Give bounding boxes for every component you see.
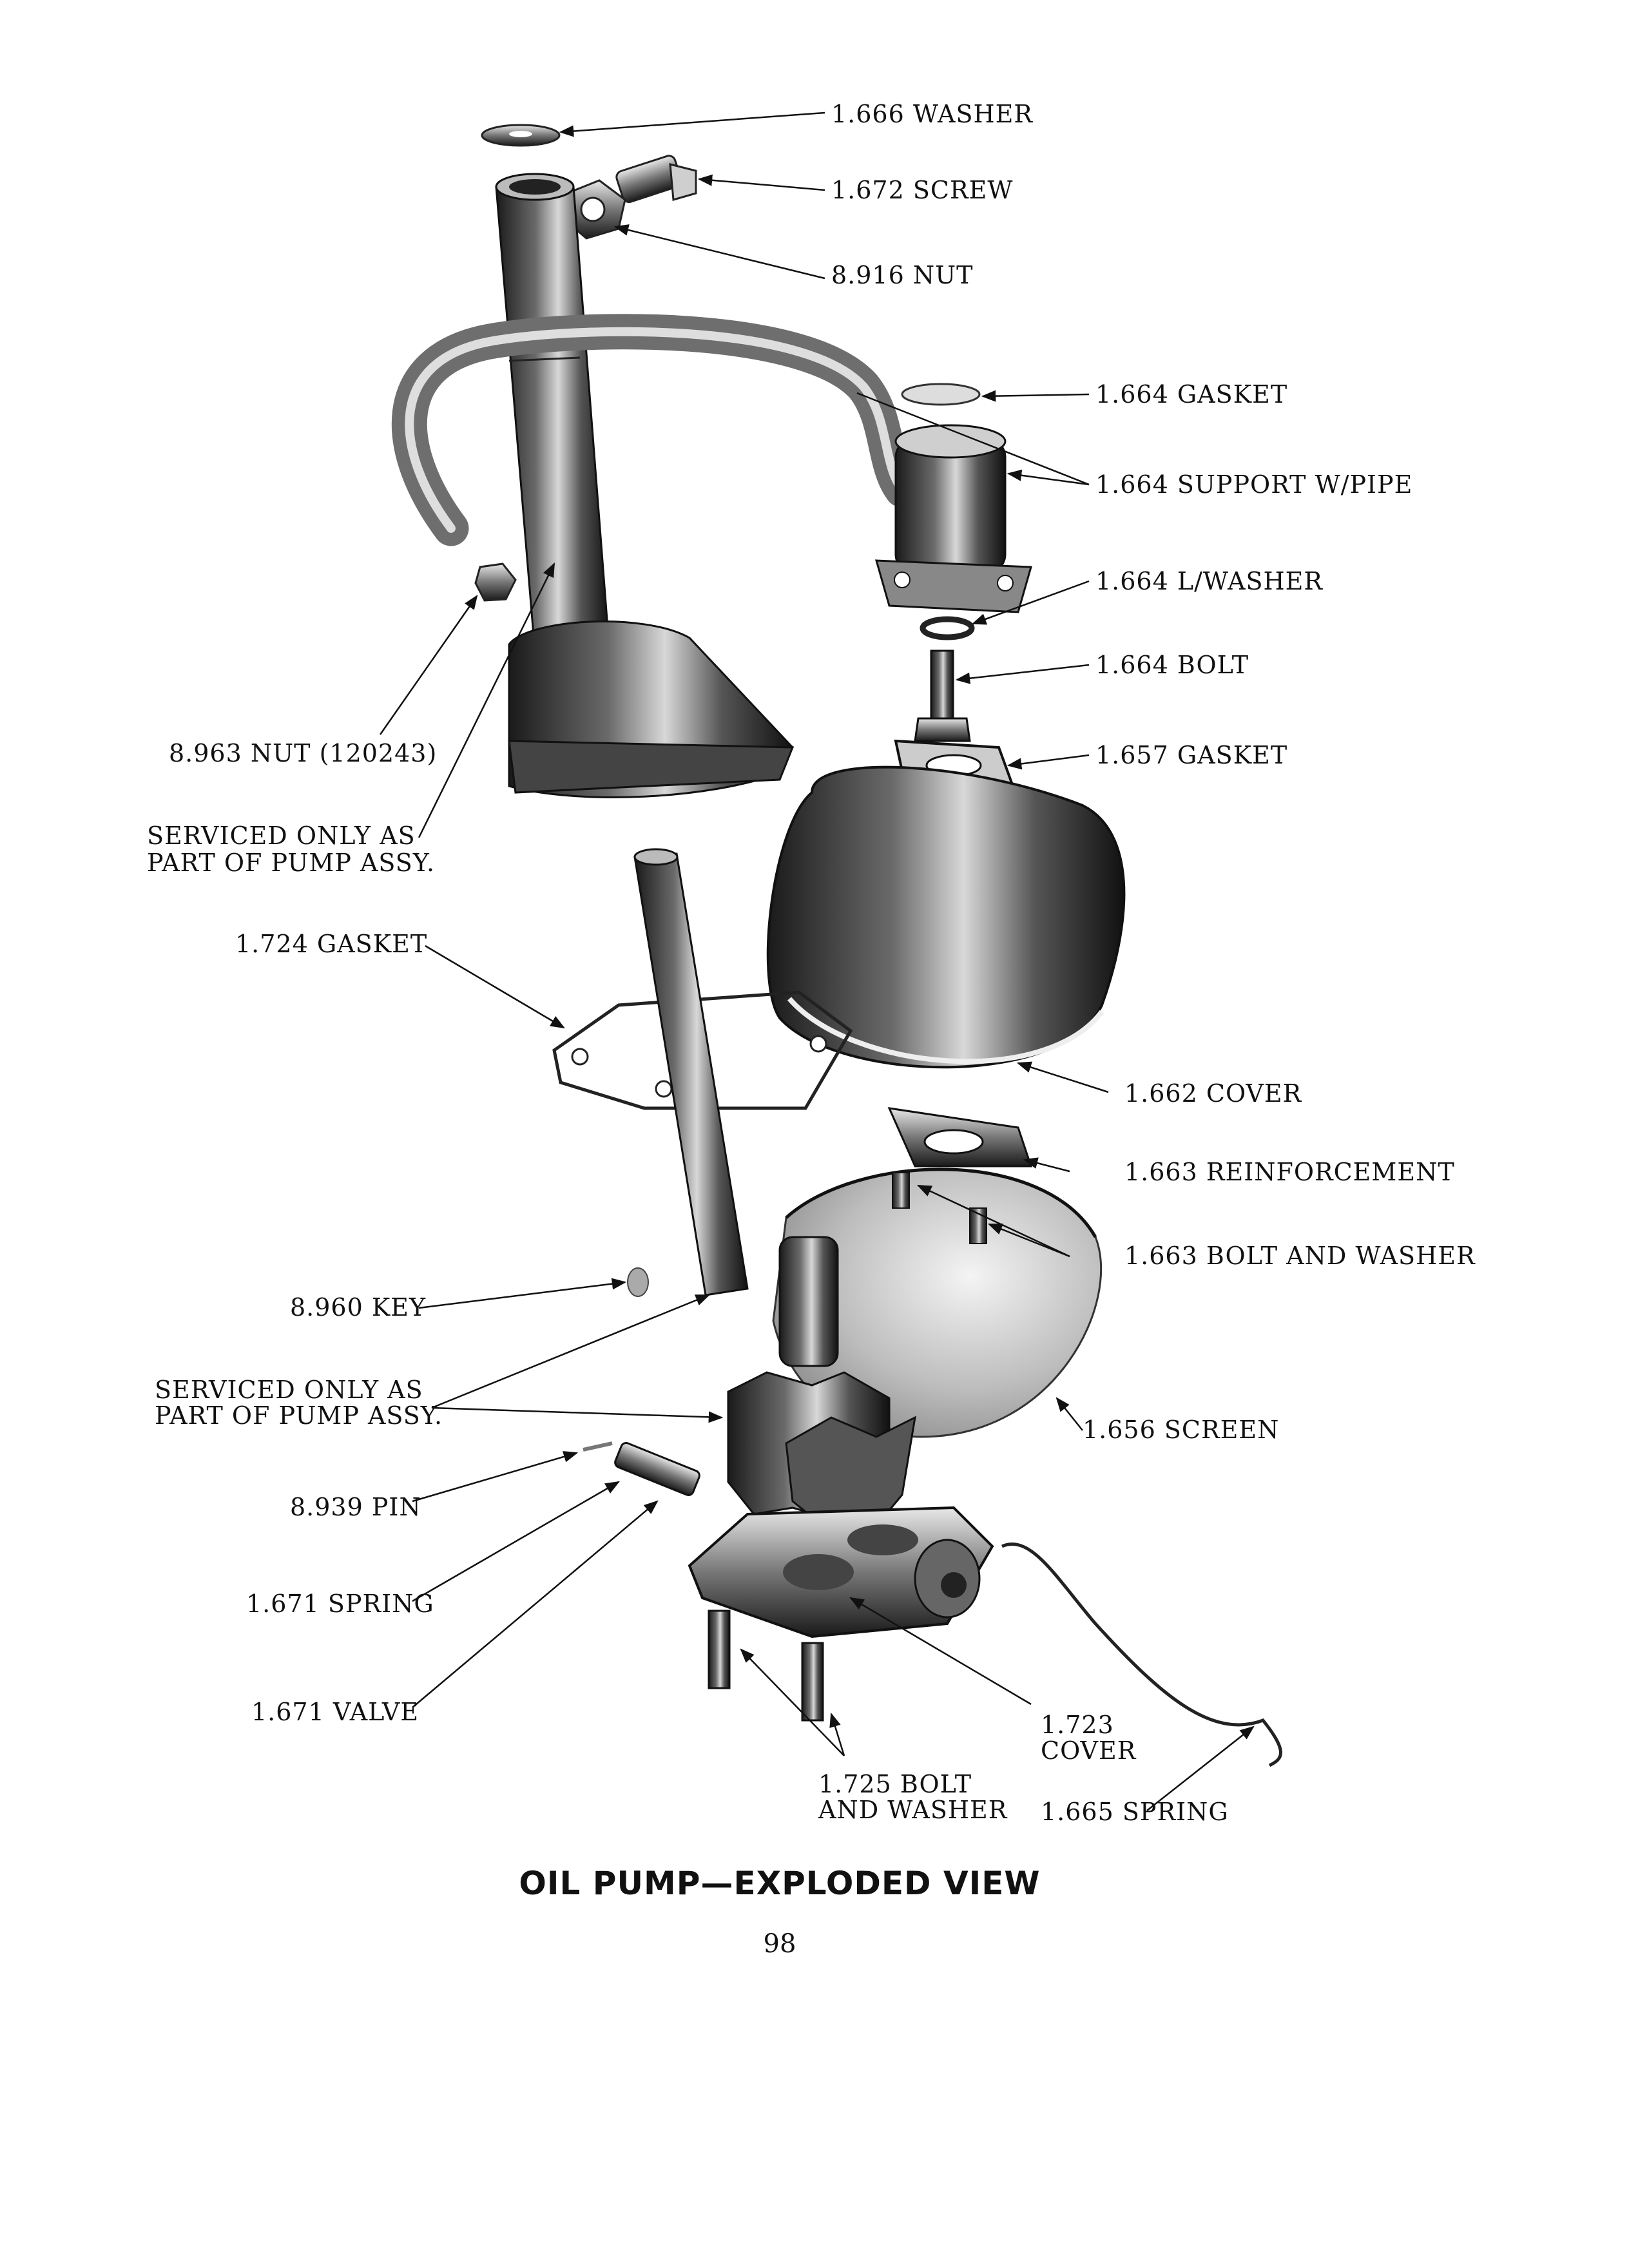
label-gasket-657: 1.657 GASKET [1095, 741, 1287, 769]
label-gasket-664: 1.664 GASKET [1095, 380, 1287, 408]
valve-part [614, 1442, 700, 1496]
label-serviced-2-line2: PART OF PUMP ASSY. [155, 1401, 443, 1430]
label-screen: 1.656 SCREEN [1083, 1416, 1279, 1444]
leader-lines [379, 111, 1255, 1811]
cover-723-part [688, 1506, 994, 1639]
label-serviced-1-line1: SERVICED ONLY AS [147, 822, 416, 850]
gears-part [727, 1371, 916, 1535]
label-support: 1.664 SUPPORT W/PIPE [1095, 470, 1412, 499]
label-cover-723-line1: 1.723 [1041, 1711, 1114, 1739]
bolt-663-part [892, 1172, 910, 1209]
label-cover-723-line2: COVER [1041, 1736, 1137, 1765]
gasket-724-part [552, 990, 853, 1110]
label-spring-671: 1.671 SPRING [246, 1590, 434, 1618]
bolt-part [914, 649, 971, 742]
label-cover-662: 1.662 COVER [1124, 1079, 1302, 1108]
label-bolt-725-line1: 1.725 BOLT [818, 1770, 972, 1798]
spring-665-part [1001, 1542, 1282, 1767]
pump-base-part [508, 620, 795, 798]
gasket-top-part [901, 383, 981, 406]
label-nut-963: 8.963 NUT (120243) [169, 739, 437, 767]
label-valve: 1.671 VALVE [251, 1698, 419, 1726]
label-spring-665: 1.665 SPRING [1041, 1798, 1229, 1826]
label-bolt-664: 1.664 BOLT [1095, 651, 1249, 679]
lock-washer-part [920, 616, 975, 640]
label-gasket-724: 1.724 GASKET [235, 930, 427, 958]
label-serviced-1-line2: PART OF PUMP ASSY. [147, 849, 435, 877]
screw-part [615, 155, 697, 204]
support-part [874, 424, 1032, 613]
label-reinforcement: 1.663 REINFORCEMENT [1124, 1158, 1455, 1186]
label-key: 8.960 KEY [290, 1293, 426, 1321]
shaft-part [633, 848, 749, 1296]
bolt-725-part [708, 1610, 731, 1689]
label-washer: 1.666 WASHER [831, 100, 1033, 128]
reinforcement-part [887, 1107, 1033, 1168]
label-serviced-2-line1: SERVICED ONLY AS [155, 1376, 423, 1404]
label-lock-washer: 1.664 L/WASHER [1095, 567, 1323, 595]
small-nut-part [474, 562, 517, 602]
label-nut-916: 8.916 NUT [831, 261, 974, 289]
cover-662-part [766, 765, 1126, 1069]
label-bolt-725-line2: AND WASHER [818, 1796, 1008, 1824]
page-number: 98 [764, 1929, 796, 1959]
label-bolt-washer-663: 1.663 BOLT AND WASHER [1124, 1242, 1476, 1270]
key-part [627, 1267, 649, 1297]
pin-part [583, 1441, 613, 1452]
label-pin: 8.939 PIN [290, 1493, 421, 1521]
label-screw: 1.672 SCREW [831, 176, 1013, 204]
figure-caption: OIL PUMP—EXPLODED VIEW [519, 1865, 1040, 1902]
